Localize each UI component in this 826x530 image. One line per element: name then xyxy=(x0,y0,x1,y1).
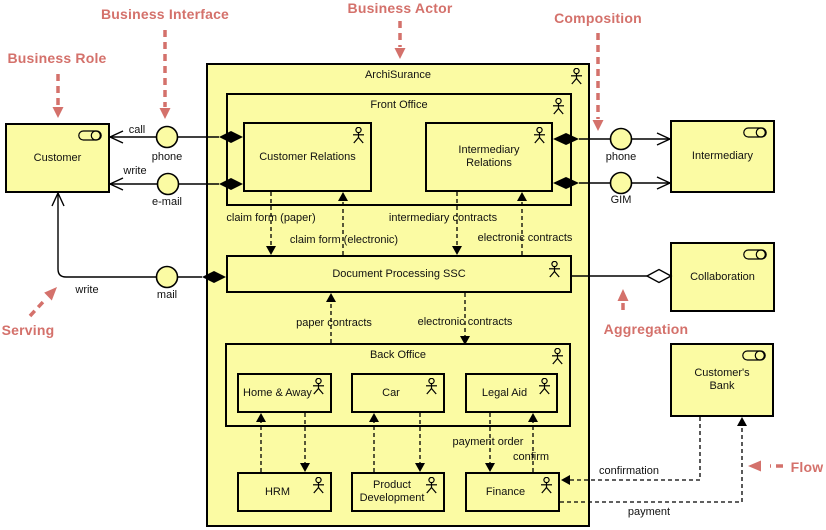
edge-label-paper-contracts: paper contracts xyxy=(296,317,372,329)
node-legal-aid[interactable]: Legal Aid xyxy=(465,373,558,413)
node-customers-bank[interactable]: Customer's Bank xyxy=(670,343,774,417)
annotation-business-interface: Business Interface xyxy=(100,6,230,22)
edge-label-intermediary-contracts: intermediary contracts xyxy=(388,212,498,224)
annotation-arrow-flow xyxy=(748,460,783,472)
node-label: HRM xyxy=(264,485,291,498)
interface-phone-right-circle[interactable] xyxy=(609,127,633,151)
edge-label-claim-form-paper: claim form (paper) xyxy=(226,212,316,224)
business-role-icon xyxy=(742,350,766,361)
node-label: Back Office xyxy=(369,349,427,361)
business-role-icon xyxy=(78,130,102,141)
business-actor-icon xyxy=(352,127,365,144)
annotation-arrow-business-actor xyxy=(394,21,406,59)
annotation-arrow-composition xyxy=(592,33,604,131)
interface-label-phone-right: phone xyxy=(605,151,637,163)
edge-label-payment-order: payment order xyxy=(452,436,524,448)
business-role-icon xyxy=(743,127,767,138)
business-actor-icon xyxy=(425,378,438,395)
node-finance[interactable]: Finance xyxy=(465,472,560,512)
business-actor-icon xyxy=(538,378,551,395)
node-hrm[interactable]: HRM xyxy=(237,472,332,512)
business-actor-icon xyxy=(570,68,583,85)
node-car[interactable]: Car xyxy=(351,373,445,413)
node-label: ArchiSurance xyxy=(364,69,432,81)
business-actor-icon xyxy=(551,348,564,365)
edge-label-write-customer: write xyxy=(123,165,147,177)
node-label: Product Development xyxy=(359,479,425,504)
annotation-arrow-business-role xyxy=(52,74,64,118)
business-actor-icon xyxy=(533,127,546,144)
node-label: Home & Away xyxy=(243,386,312,399)
interface-label-phone-left: phone xyxy=(151,151,183,163)
node-customer-relations[interactable]: Customer Relations xyxy=(243,122,372,192)
node-home-away[interactable]: Home & Away xyxy=(237,373,332,413)
business-role-icon xyxy=(743,249,767,260)
connector-write-serving[interactable] xyxy=(109,177,158,191)
interface-phone-left-circle[interactable] xyxy=(155,125,179,149)
node-document-processing-ssc[interactable]: Document Processing SSC xyxy=(226,255,572,293)
node-label: Collaboration xyxy=(690,270,755,283)
business-actor-icon xyxy=(312,378,325,395)
connector-gim-serving[interactable] xyxy=(631,176,671,190)
edge-label-electronic-contracts-front: electronic contracts xyxy=(477,232,573,244)
edge-label-call: call xyxy=(128,124,146,136)
annotation-business-role: Business Role xyxy=(7,50,107,66)
annotation-aggregation: Aggregation xyxy=(603,321,689,337)
business-actor-icon xyxy=(548,261,561,278)
node-label: Front Office xyxy=(370,99,428,111)
annotation-business-actor: Business Actor xyxy=(347,0,453,16)
annotation-composition: Composition xyxy=(554,10,642,26)
annotation-serving: Serving xyxy=(1,322,55,338)
edge-label-confirmation: confirmation xyxy=(599,465,659,477)
node-label: Finance xyxy=(485,485,526,498)
node-label: Document Processing SSC xyxy=(332,267,466,280)
node-intermediary-relations[interactable]: Intermediary Relations xyxy=(425,122,553,192)
edge-label-claim-form-electronic: claim form (electronic) xyxy=(289,234,399,246)
annotation-arrow-aggregation xyxy=(617,289,629,310)
interface-label-gim: GIM xyxy=(610,194,632,206)
business-actor-icon xyxy=(552,98,565,115)
edge-label-write-mail: write xyxy=(75,284,99,296)
business-actor-icon xyxy=(425,477,438,494)
interface-gim-circle[interactable] xyxy=(609,171,633,195)
interface-email-circle[interactable] xyxy=(156,172,180,196)
node-product-development[interactable]: Product Development xyxy=(351,472,445,512)
edge-label-confirm: confirm xyxy=(512,451,550,463)
edge-label-electronic-contracts-back: electronic contracts xyxy=(417,316,513,328)
business-actor-icon xyxy=(312,477,325,494)
annotation-arrow-serving xyxy=(28,287,57,318)
node-label: Customer's Bank xyxy=(694,367,750,392)
node-label: Customer xyxy=(33,151,82,164)
edge-label-payment: payment xyxy=(627,506,671,518)
business-actor-icon xyxy=(540,477,553,494)
node-label: Customer Relations xyxy=(259,150,356,163)
node-label: Car xyxy=(382,386,400,399)
node-intermediary[interactable]: Intermediary xyxy=(670,120,775,193)
annotation-flow: Flow xyxy=(790,459,824,475)
connector-mail-serving[interactable] xyxy=(51,192,157,278)
interface-label-email: e-mail xyxy=(152,196,182,208)
node-label: Intermediary xyxy=(691,150,754,162)
interface-label-mail: mail xyxy=(156,289,178,301)
annotation-arrow-business-interface xyxy=(159,30,171,119)
node-label: Intermediary Relations xyxy=(458,144,520,169)
interface-mail-circle[interactable] xyxy=(155,265,179,289)
node-label: Legal Aid xyxy=(481,386,528,399)
node-customer[interactable]: Customer xyxy=(5,123,110,193)
node-collaboration[interactable]: Collaboration xyxy=(670,242,775,312)
connector-phone-right-serving[interactable] xyxy=(631,132,671,146)
